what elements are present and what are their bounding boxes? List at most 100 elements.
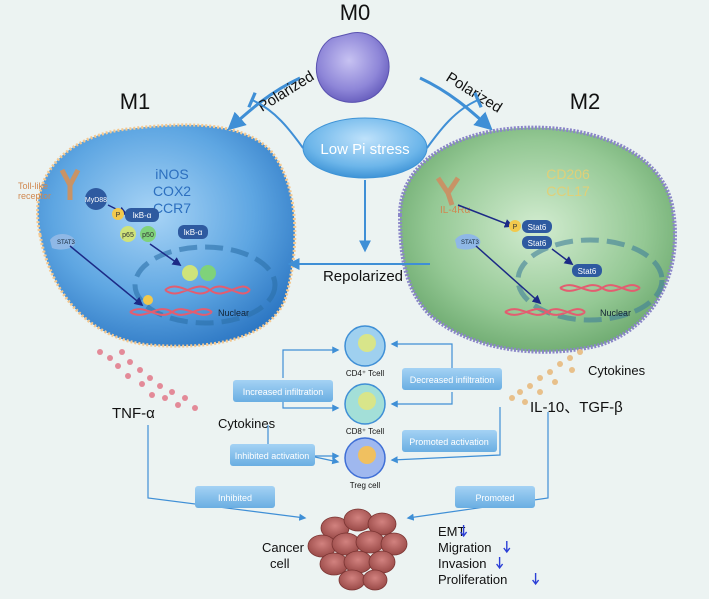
down-arrow-icon [503, 541, 511, 554]
down-arrow-icon [532, 573, 540, 586]
m2-dna-icon [559, 284, 641, 292]
cytokines-right-label: Cytokines [588, 363, 646, 378]
m1-dna-lower-icon [129, 308, 213, 316]
ikb-alpha-box [125, 208, 159, 222]
promoted-label: Promoted [475, 493, 514, 503]
m1-marker-ccr7: CCR7 [153, 200, 191, 216]
m0-label: M0 [340, 0, 371, 25]
m2-marker-ccl17: CCL17 [546, 183, 590, 199]
il4r-receptor-icon [435, 176, 461, 206]
connector-inhibited-activation [314, 456, 340, 465]
effect-label: EMT [438, 524, 466, 539]
m2-p-label: P [513, 224, 518, 231]
free-ikb-alpha-box [178, 225, 208, 239]
tnf-alpha-label: TNF-α [112, 405, 155, 422]
cancer-cell-cluster [307, 508, 408, 591]
il4r-arrow [457, 204, 514, 228]
m2-nucleus [515, 237, 665, 323]
inhibited-box [195, 486, 275, 508]
p65-icon [120, 226, 136, 242]
stat6-box-1 [522, 220, 552, 233]
effect-label: Proliferation [438, 572, 507, 587]
down-arrow-icon [460, 525, 468, 538]
m2-stat3-arrow [475, 245, 542, 305]
promoted-box [455, 486, 535, 508]
effect-label: Invasion [438, 556, 486, 571]
cancer-label-1: Cancer [262, 540, 305, 555]
m1-p-badge [112, 208, 124, 220]
cancer-label-2: cell [270, 556, 290, 571]
m1-p-label: P [116, 212, 121, 219]
connector-cd4-left [282, 346, 340, 378]
connector-promoted-cancer [406, 412, 549, 521]
inhibited-activation-label: Inhibited activation [235, 451, 310, 461]
polarized-right-label: Polarized [443, 69, 505, 117]
m2-marker-cd206: CD206 [546, 166, 590, 182]
stat6-label-1: Stat6 [528, 223, 547, 232]
stat3-arrow [69, 245, 144, 307]
inhibited-label: Inhibited [218, 493, 252, 503]
increased-infiltration-label: Increased infiltration [243, 387, 324, 397]
stress-right-arrow [426, 92, 483, 149]
nuclear-p50-icon [200, 265, 216, 281]
free-ikb-alpha-label: IκB-α [184, 228, 203, 237]
nuclear-p65-icon [182, 265, 198, 281]
m1-stat3-label: STAT3 [57, 240, 75, 246]
nuclear-stat6-label: Stat6 [578, 267, 597, 276]
stat6-label-2: Stat6 [528, 239, 547, 248]
polarized-left-label: Polarized [255, 68, 317, 116]
polarized-left-arrow [227, 76, 301, 131]
p50-label: p50 [142, 232, 154, 239]
m1-nuclear-label: Nuclear [218, 308, 249, 318]
treg-label: Treg cell [350, 481, 381, 490]
il10-tgfb-label: IL-10、TGF-β [530, 399, 623, 416]
repolarized-label: Repolarized [323, 268, 403, 285]
cytokines-left-label: Cytokines [218, 416, 276, 431]
m2-p-badge [509, 220, 521, 232]
m2-stat3-icon [455, 234, 481, 250]
tnf-alpha-dots [97, 349, 198, 411]
m2-stat3-label: STAT3 [461, 240, 479, 246]
nfkb-arrow [149, 243, 182, 267]
promoted-activation-label: Promoted activation [409, 437, 489, 447]
connector-cd4-right [390, 340, 453, 378]
decreased-infiltration-box [402, 368, 502, 390]
m1-receptor-label-2: receptor [18, 191, 51, 201]
cd4-tcell-nucleus [358, 334, 376, 352]
il4r-label: IL-4Rα [440, 205, 470, 216]
low-pi-stress-label: Low Pi stress [320, 141, 409, 158]
connector-cd8-right [390, 392, 453, 408]
promoted-activation-box [402, 430, 497, 452]
stress-left-arrow [247, 92, 304, 149]
p50-icon [140, 226, 156, 242]
inhibited-activation-box [230, 444, 315, 466]
myd88-icon [85, 188, 107, 210]
effect-label: Migration [438, 540, 491, 555]
m1-label: M1 [120, 89, 151, 114]
nuclear-stat6-box [572, 264, 602, 277]
m1-stat3-icon [50, 234, 76, 250]
treg-cell-nucleus [358, 446, 376, 464]
m0-cell [316, 32, 390, 103]
m1-marker-cox2: COX2 [153, 183, 191, 199]
m1-marker-inos: iNOS [155, 166, 188, 182]
polarized-right-arrow [419, 76, 493, 131]
myd88-label: MyD88 [85, 197, 107, 204]
connector-tnf-cancer [147, 425, 307, 521]
stat6-box-2 [522, 236, 552, 249]
down-arrow-icon [496, 557, 504, 570]
m1-receptor-icon [59, 168, 81, 200]
m1-receptor-label-1: Toll-like [18, 181, 48, 191]
m1-dna-icon [164, 285, 251, 295]
increased-infiltration-box [233, 380, 333, 402]
ikb-alpha-label: IκB-α [133, 211, 152, 220]
p65-label: p65 [122, 232, 134, 239]
cd4-label: CD4⁺ Tcell [346, 369, 385, 378]
m2-nuclear-label: Nuclear [600, 308, 631, 318]
m2-label: M2 [570, 89, 601, 114]
cd8-tcell-nucleus [358, 392, 376, 410]
m1-nucleus [132, 244, 278, 326]
